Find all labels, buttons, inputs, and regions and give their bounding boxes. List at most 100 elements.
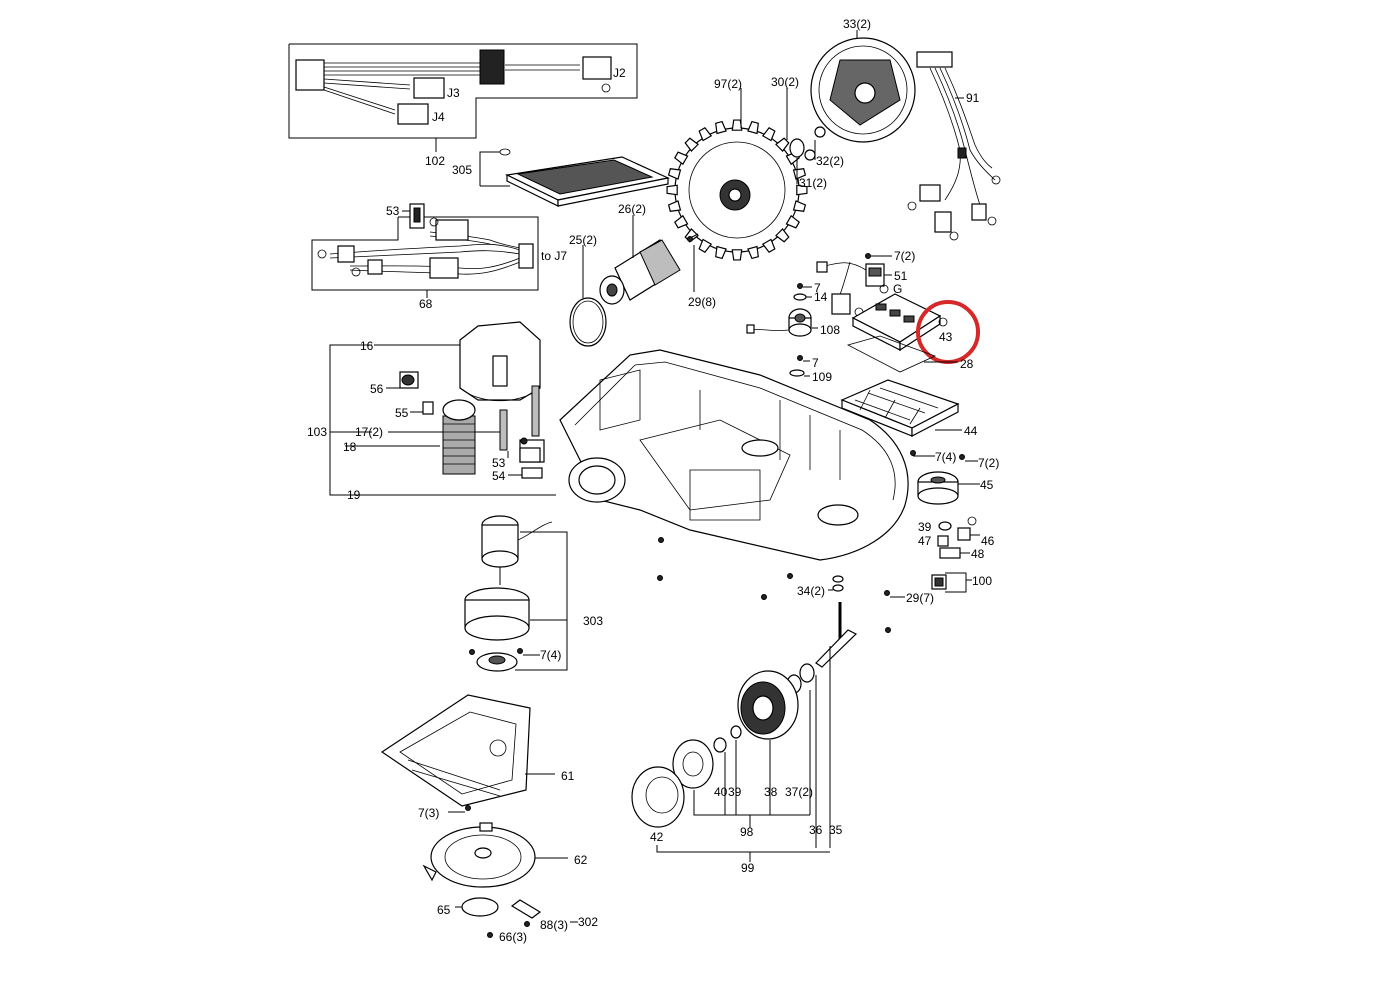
wheel-tooth — [761, 127, 776, 142]
label-31: 31(2) — [799, 176, 827, 190]
label-66: 66(3) — [499, 930, 527, 944]
motor-303-group: 303 7(4) — [464, 515, 603, 672]
screw-29-top: 29(8) — [687, 233, 716, 309]
wiring-harness-102: J2 J3 J4 102 — [288, 43, 638, 168]
label-45: 45 — [980, 478, 994, 492]
label-51: 51 — [894, 269, 908, 283]
label-43: 43 — [939, 330, 953, 344]
label-42: 42 — [650, 830, 664, 844]
chassis-screws: 29(7) 34(2) — [657, 537, 934, 633]
label-44: 44 — [964, 424, 978, 438]
wheel-tooth — [715, 120, 727, 135]
label-99: 99 — [741, 861, 755, 875]
label-102: 102 — [425, 154, 445, 168]
label-53-top: 53 — [386, 204, 400, 218]
drive-train: 40 39 38 37(2) 36 35 42 98 99 — [631, 602, 858, 875]
screw-7-109: 7 109 — [789, 355, 832, 384]
label-7-109: 7 — [812, 356, 819, 370]
label-46: 46 — [981, 534, 995, 548]
wheel-tooth — [684, 137, 699, 152]
label-53-mid: 53 — [492, 456, 506, 470]
sensor-51: G 7(2) 51 — [816, 249, 915, 317]
label-16: 16 — [360, 339, 374, 353]
label-to-J7: to J7 — [541, 249, 567, 263]
label-109: 109 — [812, 370, 832, 384]
label-35: 35 — [829, 823, 843, 837]
wheel-tooth — [761, 238, 776, 253]
label-302: 302 — [578, 915, 598, 929]
label-7-303: 7(4) — [540, 648, 561, 662]
label-7-14: 7 — [814, 281, 821, 295]
label-30: 30(2) — [771, 75, 799, 89]
label-103: 103 — [307, 425, 327, 439]
label-38: 38 — [764, 785, 778, 799]
label-7-51: 7(2) — [894, 249, 915, 263]
label-39-right: 39 — [918, 520, 932, 534]
label-29-top: 29(8) — [688, 295, 716, 309]
wheel-tooth — [698, 127, 713, 142]
label-61: 61 — [561, 769, 575, 783]
wheel-tooth — [775, 137, 790, 152]
label-29-right: 29(7) — [906, 591, 934, 605]
label-56: 56 — [370, 382, 384, 396]
wheel-tooth — [731, 119, 743, 131]
drive-motor-26: 26(2) — [599, 202, 681, 305]
label-68: 68 — [419, 297, 433, 311]
wheel-tooth — [792, 200, 807, 212]
label-54: 54 — [492, 469, 506, 483]
label-55: 55 — [395, 406, 409, 420]
label-48: 48 — [971, 547, 985, 561]
label-17: 17(2) — [355, 425, 383, 439]
label-18: 18 — [343, 440, 357, 454]
o-ring-25: 25(2) — [569, 233, 607, 347]
washer-30: 30(2) — [771, 75, 805, 158]
screw-7-14: 7 14 — [793, 281, 828, 304]
label-91: 91 — [966, 91, 980, 105]
wheel-hub-33: 33(2) — [810, 17, 916, 143]
label-19: 19 — [347, 488, 361, 502]
wheel-tooth — [731, 249, 743, 261]
label-J4: J4 — [432, 110, 445, 124]
wheel-tooth — [667, 200, 682, 212]
wheel-tooth — [715, 245, 727, 260]
wheel-tooth — [674, 151, 689, 166]
label-33: 33(2) — [843, 17, 871, 31]
wheel-tooth — [667, 168, 682, 180]
wheel-tooth — [785, 214, 800, 229]
wheel-tooth — [747, 120, 759, 135]
label-7-45a: 7(4) — [935, 450, 956, 464]
label-47: 47 — [918, 534, 932, 548]
blade-guard-61: 61 7(3) — [380, 694, 575, 820]
drive-wheel-97: 97(2) — [666, 77, 808, 261]
wheel-tooth — [775, 228, 790, 243]
label-98: 98 — [740, 825, 754, 839]
label-7-45b: 7(2) — [978, 456, 999, 470]
label-39-bottom: 39 — [728, 785, 742, 799]
label-J3: J3 — [447, 86, 460, 100]
cable-harness-91: 91 — [907, 51, 1001, 241]
wheel-tooth — [674, 214, 689, 229]
label-37: 37(2) — [785, 785, 813, 799]
wheel-tooth — [796, 184, 808, 196]
right-parts-45-100: 7(4) 7(2) 45 39 47 46 48 100 — [910, 450, 999, 593]
label-36: 36 — [809, 823, 823, 837]
label-32: 32(2) — [816, 154, 844, 168]
motor-108: 108 — [746, 308, 840, 337]
label-88: 88(3) — [540, 918, 568, 932]
label-G-51: G — [893, 282, 902, 296]
grid-panel-305: 305 — [452, 148, 670, 207]
label-97: 97(2) — [714, 77, 742, 91]
wheel-tooth — [747, 245, 759, 260]
label-25: 25(2) — [569, 233, 597, 247]
main-chassis — [519, 349, 909, 561]
label-65: 65 — [437, 903, 451, 917]
wheel-tooth — [698, 238, 713, 253]
label-305: 305 — [452, 163, 472, 177]
label-26: 26(2) — [618, 202, 646, 216]
cover-44: 44 — [840, 379, 978, 438]
blade-302: 88(3) 302 — [510, 899, 598, 932]
harness-68: 53 to J7 68 — [311, 203, 567, 311]
cutting-motor-group-103: 16 103 17(2) 18 19 56 55 53 — [307, 321, 556, 502]
label-108: 108 — [820, 323, 840, 337]
label-14: 14 — [814, 290, 828, 304]
